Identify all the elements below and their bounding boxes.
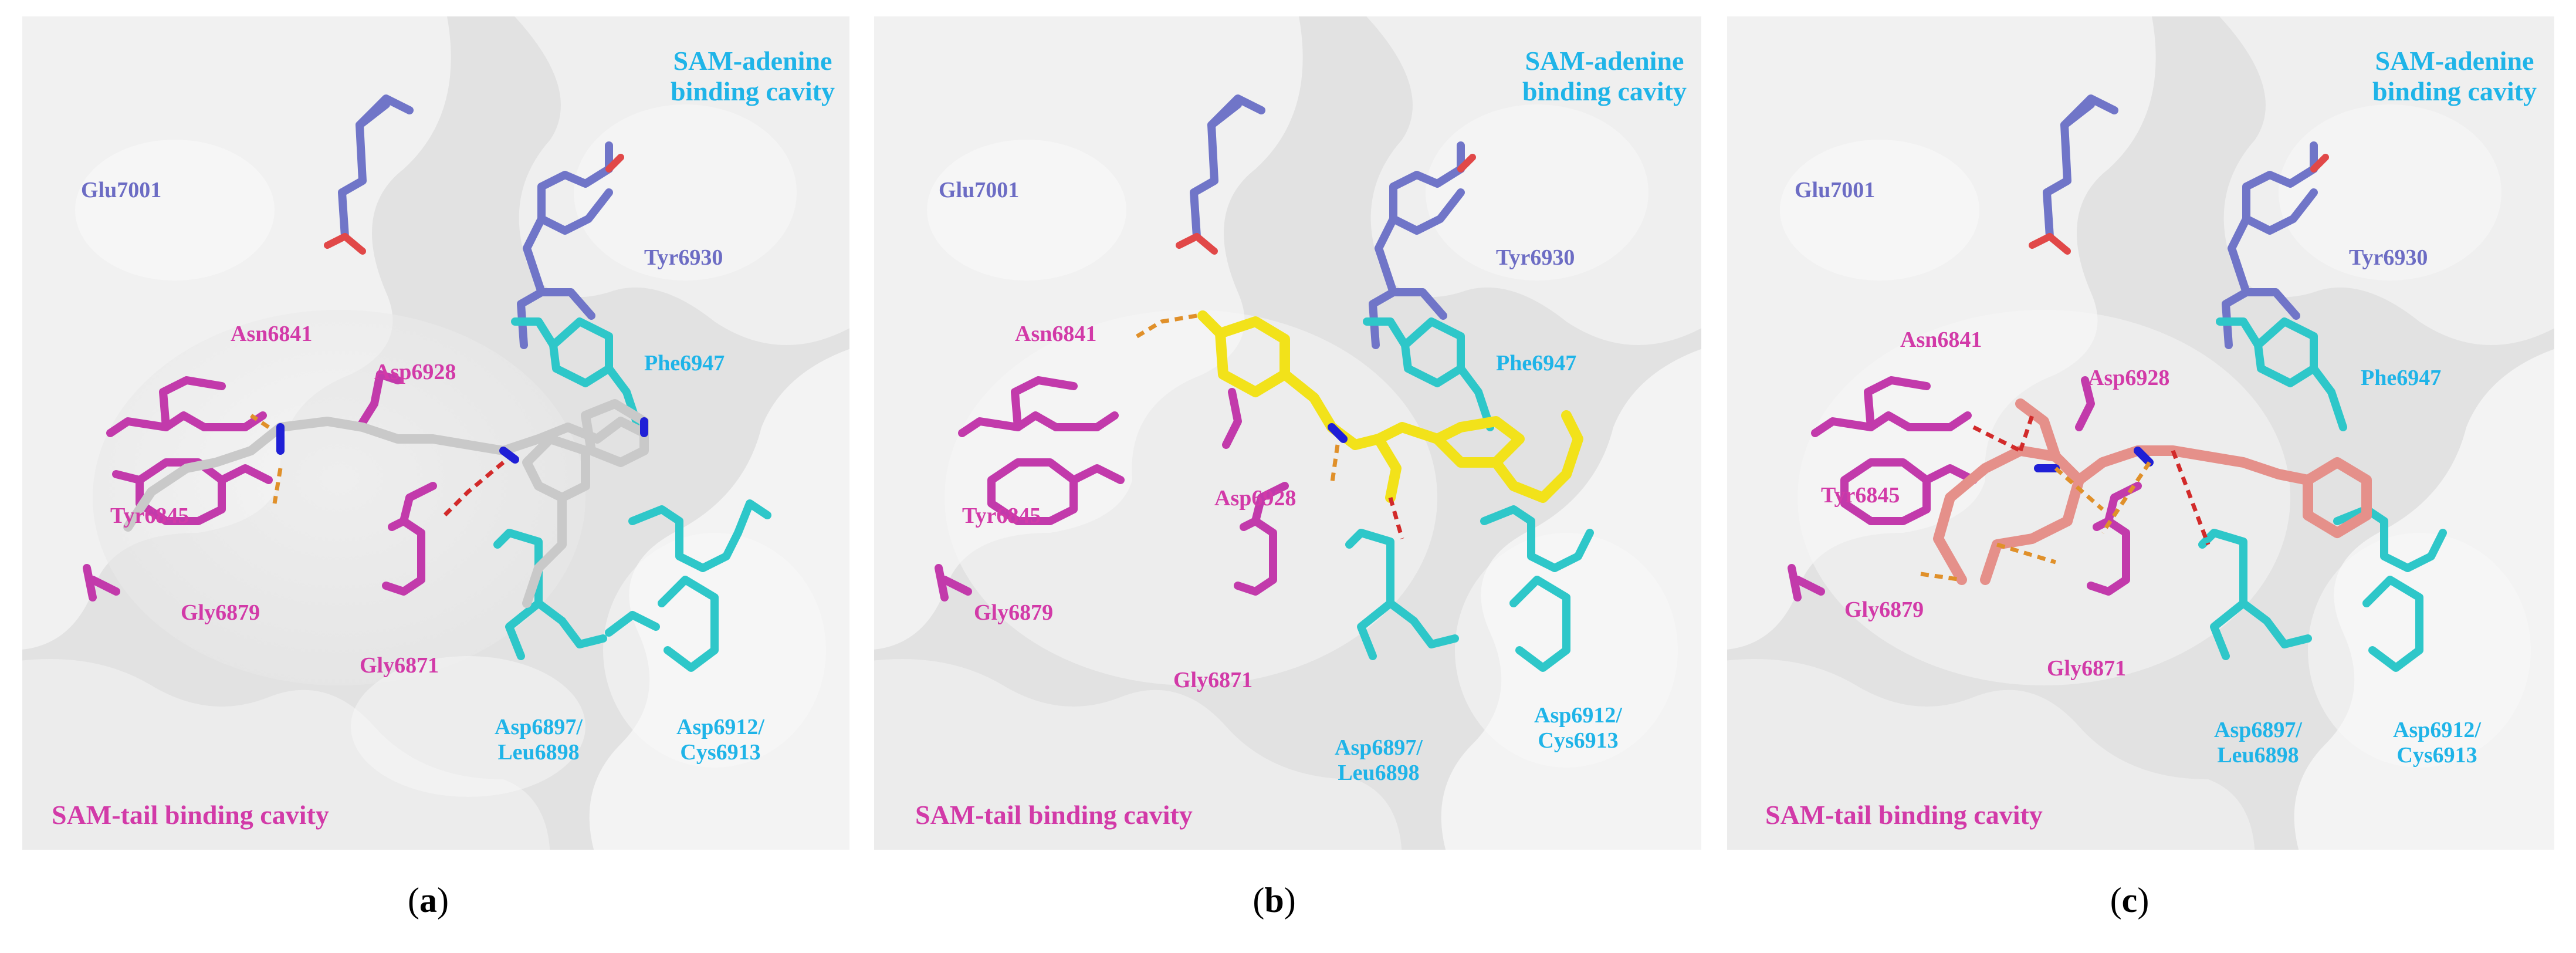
label-gly6879: Gly6879 (974, 600, 1054, 625)
label-glu7001: Glu7001 (81, 178, 162, 202)
label-gly6879: Gly6879 (1844, 597, 1924, 622)
caption-b: (b) (1253, 881, 1296, 920)
label-sam-adenine-cavity: SAM-adenine binding cavity (1522, 46, 1687, 106)
label-phe6947: Phe6947 (2361, 366, 2442, 390)
hydrogen-bonds (1131, 313, 1404, 539)
label-sam-adenine-cavity: SAM-adenine binding cavity (2372, 46, 2537, 106)
panel-a-structure (22, 16, 849, 850)
nitrogen-atoms (2034, 447, 2154, 472)
violet-residues (338, 94, 613, 349)
label-asn6841: Asn6841 (1015, 322, 1097, 346)
label-sam-tail-cavity: SAM-tail binding cavity (915, 800, 1193, 830)
panel-c: Glu7001 Tyr6930 Phe6947 Asn6841 Asp6928 … (1727, 16, 2554, 850)
ligand (1197, 310, 1583, 503)
nitrogen-atoms (1328, 423, 1348, 443)
label-tyr6845: Tyr6845 (110, 503, 189, 528)
label-asp6912-cys6913: Asp6912/ Cys6913 (2393, 718, 2481, 768)
label-gly6871: Gly6871 (2047, 656, 2127, 681)
hydrogen-bonds (250, 414, 505, 517)
label-asn6841: Asn6841 (1900, 327, 1982, 352)
oxygen-atoms (1176, 154, 1476, 255)
label-glu7001: Glu7001 (1795, 178, 1876, 202)
label-sam-tail-cavity: SAM-tail binding cavity (1765, 800, 2043, 830)
ligand (123, 399, 649, 608)
label-asp6912-cys6913: Asp6912/ Cys6913 (676, 715, 764, 765)
label-gly6871: Gly6871 (1173, 668, 1253, 692)
pink-residues (935, 376, 1289, 601)
label-tyr6845: Tyr6845 (1821, 483, 1900, 508)
ligand (1933, 398, 2372, 585)
panel-a: Glu7001 Tyr6930 Phe6947 Asn6841 Asp6928 … (22, 16, 849, 850)
label-asp6928: Asp6928 (1214, 486, 1297, 511)
caption-a: (a) (408, 881, 449, 920)
protein-surface (1727, 16, 2554, 850)
label-asp6897-leu6898: Asp6897/ Leu6898 (2214, 718, 2302, 768)
label-sam-adenine-cavity: SAM-adenine binding cavity (671, 46, 835, 106)
label-tyr6930: Tyr6930 (2349, 245, 2428, 270)
label-gly6871: Gly6871 (360, 653, 439, 678)
label-tyr6845: Tyr6845 (962, 503, 1041, 528)
label-sam-tail-cavity: SAM-tail binding cavity (52, 800, 329, 830)
panel-b: Glu7001 Tyr6930 Phe6947 Asn6841 Asp6928 … (874, 16, 1701, 850)
cyan-residues (1345, 317, 1594, 672)
pink-residues (83, 370, 437, 601)
label-asp6897-leu6898: Asp6897/ Leu6898 (1335, 735, 1423, 785)
pink-residues (1788, 376, 2142, 601)
label-gly6879: Gly6879 (181, 600, 260, 625)
label-asp6928: Asp6928 (374, 360, 456, 384)
panel-c-structure (1727, 16, 2554, 850)
label-asn6841: Asn6841 (231, 322, 313, 346)
label-asp6928: Asp6928 (2088, 366, 2170, 390)
oxygen-atoms (2029, 154, 2329, 255)
label-glu7001: Glu7001 (939, 178, 1020, 202)
nitrogen-atoms (276, 417, 648, 464)
panel-b-structure (874, 16, 1701, 850)
oxygen-atoms (324, 154, 624, 255)
label-tyr6930: Tyr6930 (1496, 245, 1575, 270)
label-phe6947: Phe6947 (644, 351, 725, 376)
label-tyr6930: Tyr6930 (644, 245, 723, 270)
caption-c: (c) (2110, 881, 2150, 920)
hydrogen-bonds (1920, 414, 2211, 582)
label-phe6947: Phe6947 (1496, 351, 1577, 376)
label-asp6897-leu6898: Asp6897/ Leu6898 (495, 715, 583, 765)
label-asp6912-cys6913: Asp6912/ Cys6913 (1534, 703, 1622, 753)
